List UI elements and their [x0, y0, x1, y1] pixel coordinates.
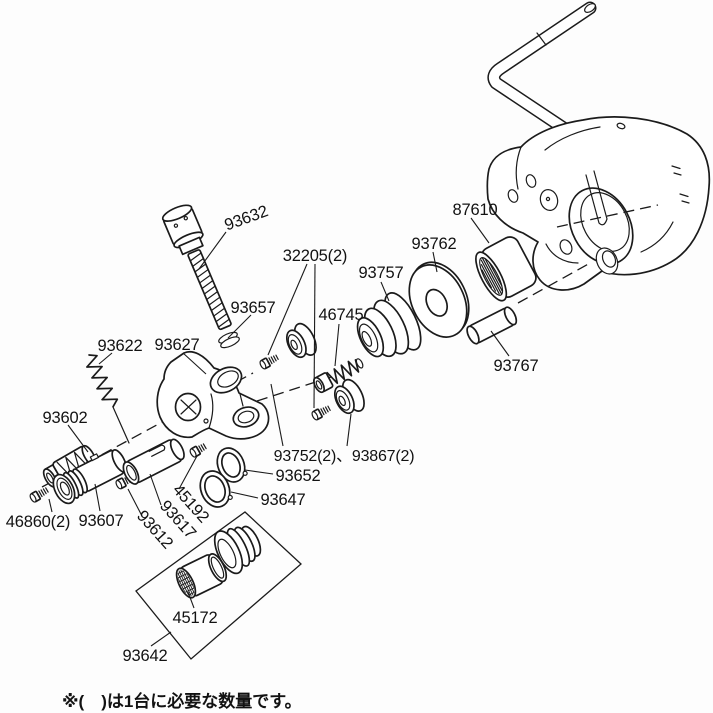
screw-bore — [209, 366, 243, 394]
label-93647: 93647 — [261, 491, 306, 509]
label-93657: 93657 — [231, 299, 276, 317]
part-93762 — [408, 261, 470, 338]
part-45192 — [189, 443, 207, 458]
label-87610: 87610 — [453, 201, 498, 219]
part-46745 — [312, 358, 364, 394]
cutter-body — [486, 116, 711, 291]
label-93767: 93767 — [494, 357, 539, 375]
part-93627 — [156, 350, 270, 440]
label-93602: 93602 — [43, 409, 88, 427]
label-93762: 93762 — [412, 235, 457, 253]
kit-93642 — [135, 511, 302, 660]
handle-rod — [487, 1, 623, 170]
label-32205: 32205(2) — [283, 247, 347, 265]
part-32205-lower — [311, 405, 331, 421]
part-32205-upper — [259, 354, 279, 370]
part-93657 — [218, 331, 240, 349]
part-87610 — [475, 236, 537, 302]
part-cap — [213, 525, 262, 575]
part-93757 — [356, 292, 422, 358]
label-93632: 93632 — [222, 202, 270, 234]
lower-hole — [595, 247, 619, 275]
label-93622: 93622 — [98, 337, 143, 355]
label-46745: 46745 — [319, 306, 364, 324]
part-labels: 93632 32205(2) 93657 46745 93757 93762 8… — [6, 201, 539, 665]
label-45172: 45172 — [173, 609, 218, 627]
label-93752-93867: 93752(2)、93867(2) — [274, 448, 415, 465]
part-93647 — [199, 470, 233, 508]
part-roller-upper — [285, 322, 317, 359]
part-roller-lower — [333, 378, 365, 415]
label-93627: 93627 — [155, 336, 200, 354]
part-93617 — [122, 438, 185, 485]
label-93652: 93652 — [276, 467, 321, 485]
leader-lines — [48, 217, 510, 647]
part-45172 — [174, 553, 228, 599]
part-93632 — [161, 204, 232, 331]
part-93652 — [216, 447, 248, 483]
label-93607: 93607 — [79, 512, 124, 530]
part-93767 — [466, 306, 518, 345]
label-46860: 46860(2) — [6, 513, 70, 531]
label-93757: 93757 — [359, 264, 404, 282]
clevis-hole — [525, 174, 537, 188]
part-93612 — [115, 474, 135, 490]
part-93622 — [86, 354, 130, 444]
quantity-footnote: ※( )は1台に必要な数量です。 — [62, 691, 302, 711]
part-93607 — [52, 449, 128, 505]
part-46860 — [29, 487, 49, 503]
label-93642: 93642 — [123, 647, 168, 665]
clevis-hole — [507, 189, 519, 203]
